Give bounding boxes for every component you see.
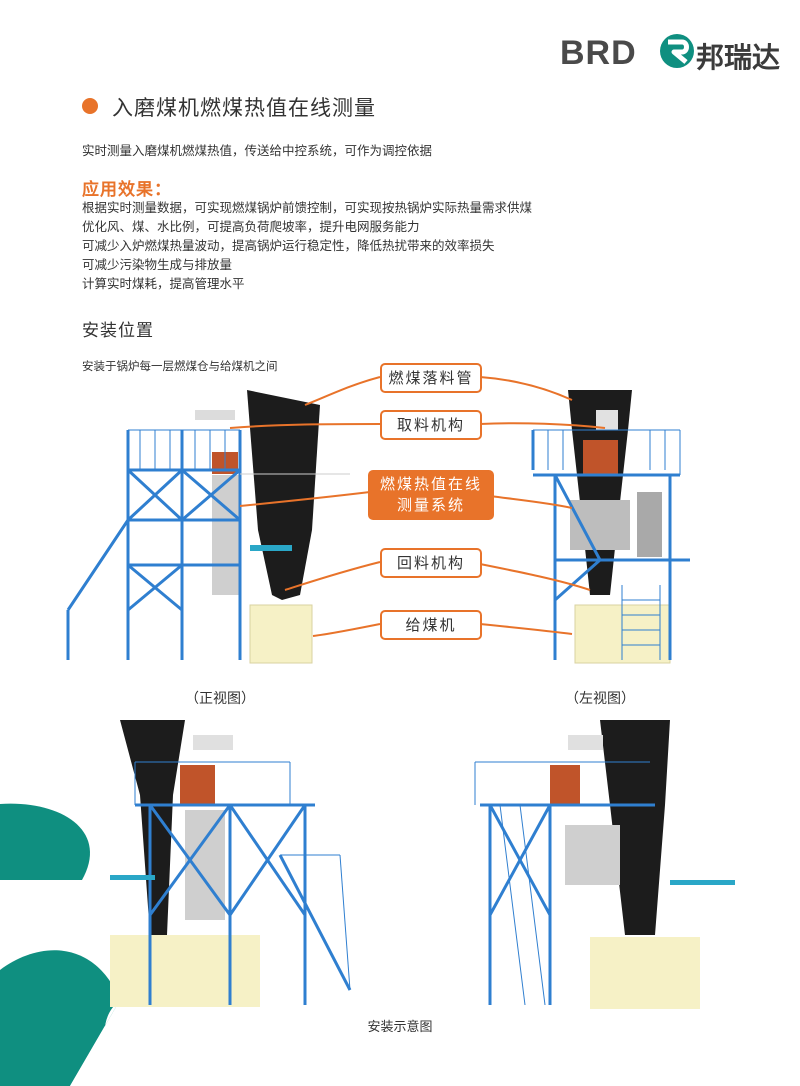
effect-item: 可减少污染物生成与排放量	[82, 257, 233, 272]
effect-item: 计算实时煤耗，提高管理水平	[82, 276, 245, 291]
callout-coal-feeder: 给煤机	[380, 610, 482, 640]
decorative-swoosh	[0, 803, 140, 1086]
callout-label: 取料机构	[396, 416, 465, 434]
section-intro: 实时测量入磨煤机燃煤热值，传送给中控系统，可作为调控依据	[82, 143, 433, 158]
callout-label: 给煤机	[405, 616, 457, 634]
front-view-caption: （正视图）	[185, 691, 255, 707]
callout-label: 燃煤落料管	[388, 369, 474, 387]
callout-measurement-system: 燃煤热值在线 测量系统	[368, 470, 494, 520]
callout-return-mechanism: 回料机构	[380, 548, 482, 578]
install-heading: 安装位置	[82, 321, 154, 341]
callout-label: 回料机构	[396, 554, 465, 572]
effect-item: 优化风、煤、水比例，可提高负荷爬坡率，提升电网服务能力	[82, 219, 420, 234]
callout-coal-drop-pipe: 燃煤落料管	[380, 363, 482, 393]
installation-diagram	[66, 376, 690, 664]
effect-item: 可减少入炉燃煤热量波动，提高锅炉运行稳定性，降低热扰带来的效率损失	[82, 238, 495, 253]
front-view-illustration	[66, 390, 350, 664]
schematic-view-left	[110, 720, 352, 1007]
callout-sampling-mechanism: 取料机构	[380, 410, 482, 440]
section-title: 入磨煤机燃煤热值在线测量	[112, 96, 376, 120]
logo-chinese-name: 邦瑞达	[696, 41, 781, 74]
schematic-caption: 安装示意图	[367, 1020, 433, 1035]
callout-label-line2: 测量系统	[396, 496, 465, 514]
section-bullet	[82, 98, 98, 114]
left-view-illustration	[531, 390, 690, 664]
callout-label-line1: 燃煤热值在线	[379, 475, 482, 493]
effects-heading: 应用效果：	[82, 180, 172, 200]
effects-list: 根据实时测量数据，可实现燃煤锅炉前馈控制，可实现按热锅炉实际热量需求供煤 优化风…	[82, 198, 532, 293]
logo-letters: BRD	[560, 34, 637, 72]
effect-item: 根据实时测量数据，可实现燃煤锅炉前馈控制，可实现按热锅炉实际热量需求供煤	[82, 200, 533, 215]
install-description: 安装于锅炉每一层燃煤仓与给煤机之间	[82, 359, 278, 373]
schematic-view-right	[474, 720, 735, 1009]
callout-leader-lines	[229, 376, 606, 637]
left-view-caption: （左视图）	[565, 691, 635, 707]
brand-logo: BRD 邦瑞达	[560, 30, 780, 74]
logo-mark-icon	[660, 34, 694, 68]
